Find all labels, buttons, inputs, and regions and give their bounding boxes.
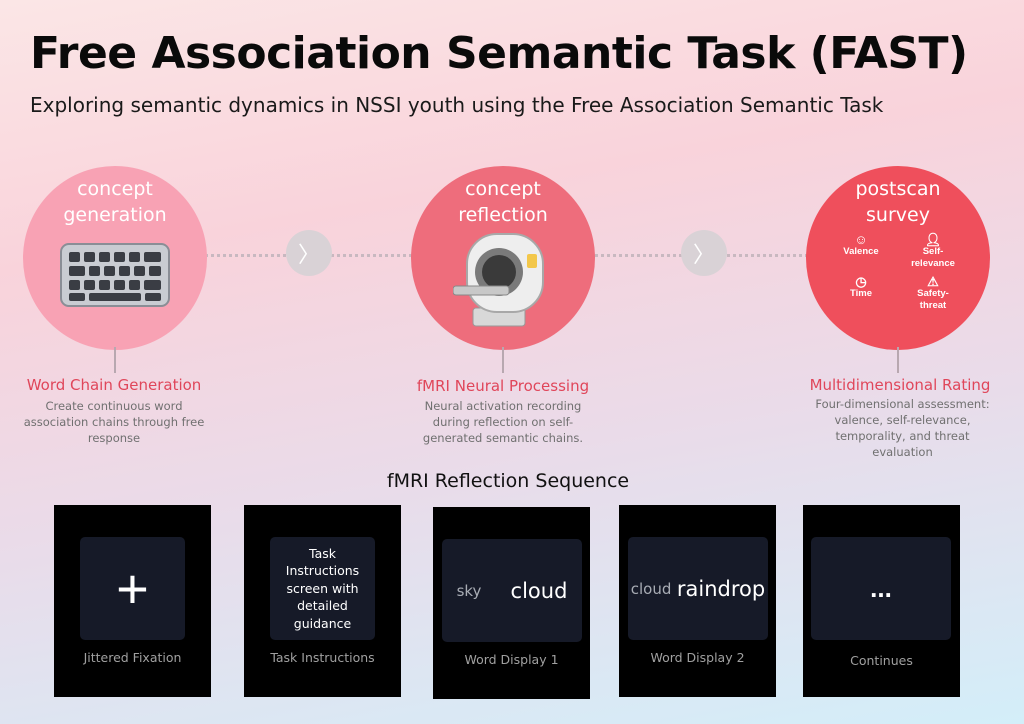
panel-label: Continues	[850, 653, 913, 668]
stage-label: fMRI Neural Processing	[416, 377, 590, 395]
sequence-panel-instructions: Task Instructions screen with detailed g…	[244, 505, 401, 697]
previous-word: sky	[456, 581, 482, 600]
stage-concept-reflection: concept reflection	[411, 166, 595, 350]
sequence-panel-word-1: sky cloud Word Display 1	[433, 507, 590, 699]
panel-label: Word Display 1	[464, 652, 559, 667]
page-subtitle: Exploring semantic dynamics in NSSI yout…	[30, 93, 884, 117]
ellipsis: ...	[870, 573, 892, 603]
stage-title: survey	[866, 204, 930, 226]
stage-title: concept	[77, 178, 153, 200]
stage-description: Create continuous word association chain…	[23, 399, 205, 445]
person-icon: 👤︎	[924, 232, 942, 247]
panel-label: Word Display 2	[650, 650, 745, 665]
sequence-panel-fixation: + Jittered Fixation	[54, 505, 211, 697]
clock-icon: ◷	[855, 274, 867, 289]
previous-word: cloud	[630, 579, 672, 598]
stage-postscan-survey: postscan survey ☺Valence 👤︎Self-relevance…	[806, 166, 990, 350]
stage-title: postscan	[855, 178, 941, 200]
sequence-panel-continues: ... Continues	[803, 505, 960, 697]
stage-title: generation	[63, 204, 167, 226]
dimension-label: Self-relevance	[911, 246, 955, 269]
panel-label: Jittered Fixation	[83, 650, 182, 665]
warning-icon: ⚠	[927, 274, 939, 289]
dimension-label: Safety-threat	[917, 288, 949, 311]
next-arrow-icon: 〉	[286, 230, 332, 276]
current-word: cloud	[510, 578, 568, 603]
stage-title: concept	[465, 178, 541, 200]
smiley-icon: ☺	[854, 232, 868, 247]
fixation-cross: +	[80, 537, 185, 640]
dimension-label: Time	[849, 288, 872, 299]
stage-concept-generation: concept generation	[23, 166, 207, 350]
stage-label: Word Chain Generation	[26, 376, 202, 394]
stage-description: Neural activation recording during refle…	[422, 399, 584, 445]
sequence-title: fMRI Reflection Sequence	[386, 470, 630, 492]
stage-title: reflection	[458, 204, 548, 226]
stage-label: Multidimensional Rating	[809, 376, 991, 394]
keyboard-icon	[60, 243, 170, 307]
stage-description: Four-dimensional assessment: valence, se…	[815, 397, 990, 459]
instructions-text: Task Instructions screen with detailed g…	[285, 545, 360, 631]
page-title: Free Association Semantic Task (FAST)	[30, 28, 968, 79]
fixation-cross-glyph: +	[116, 557, 149, 620]
next-arrow-icon: 〉	[681, 230, 727, 276]
current-word: raindrop	[676, 576, 766, 601]
sequence-panel-word-2: cloud raindrop Word Display 2	[619, 505, 776, 697]
dimension-label: Valence	[843, 246, 879, 257]
panel-label: Task Instructions	[270, 650, 375, 665]
mri-scanner-icon	[453, 233, 544, 327]
